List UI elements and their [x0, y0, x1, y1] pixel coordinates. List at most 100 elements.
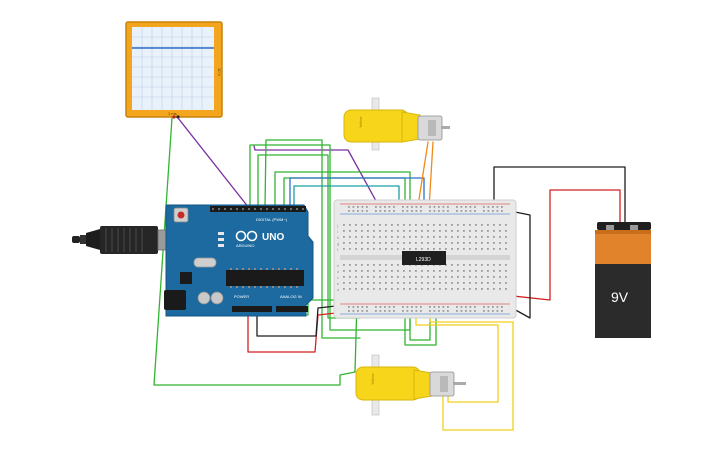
- breadboard-hole[interactable]: [352, 306, 355, 308]
- breadboard-hole[interactable]: [438, 210, 440, 212]
- wire-green[interactable]: [264, 139, 361, 339]
- breadboard-hole[interactable]: [475, 230, 477, 232]
- breadboard-hole[interactable]: [457, 236, 459, 238]
- breadboard-hole[interactable]: [496, 206, 499, 208]
- breadboard-hole[interactable]: [403, 230, 405, 232]
- breadboard-hole[interactable]: [375, 206, 377, 208]
- breadboard-hole[interactable]: [505, 276, 507, 278]
- breadboard-hole[interactable]: [463, 288, 465, 290]
- breadboard-hole[interactable]: [373, 264, 375, 266]
- breadboard-hole[interactable]: [384, 210, 386, 212]
- breadboard-hole[interactable]: [429, 210, 431, 212]
- breadboard-hole[interactable]: [391, 230, 393, 232]
- breadboard-hole[interactable]: [492, 306, 494, 308]
- breadboard-hole[interactable]: [463, 276, 465, 278]
- breadboard-hole[interactable]: [442, 206, 445, 208]
- breadboard-hole[interactable]: [481, 248, 483, 250]
- breadboard-hole[interactable]: [481, 282, 483, 284]
- breadboard-hole[interactable]: [388, 306, 391, 308]
- breadboard-hole[interactable]: [493, 288, 495, 290]
- breadboard-hole[interactable]: [445, 282, 447, 284]
- breadboard-hole[interactable]: [361, 310, 364, 312]
- breadboard-hole[interactable]: [469, 288, 471, 290]
- breadboard-hole[interactable]: [457, 230, 459, 232]
- breadboard-hole[interactable]: [499, 276, 501, 278]
- breadboard-hole[interactable]: [391, 242, 393, 244]
- breadboard-hole[interactable]: [439, 270, 441, 272]
- breadboard-hole[interactable]: [465, 310, 467, 312]
- breadboard-hole[interactable]: [481, 276, 483, 278]
- breadboard-hole[interactable]: [385, 264, 387, 266]
- breadboard-hole[interactable]: [397, 242, 399, 244]
- breadboard-hole[interactable]: [433, 230, 435, 232]
- breadboard-hole[interactable]: [481, 264, 483, 266]
- power-jack[interactable]: [164, 290, 186, 310]
- breadboard-hole[interactable]: [438, 206, 440, 208]
- breadboard-hole[interactable]: [420, 306, 422, 308]
- breadboard-hole[interactable]: [433, 310, 436, 312]
- breadboard-hole[interactable]: [447, 310, 449, 312]
- breadboard-hole[interactable]: [379, 282, 381, 284]
- breadboard-hole[interactable]: [493, 242, 495, 244]
- breadboard-hole[interactable]: [349, 276, 351, 278]
- breadboard-hole[interactable]: [393, 310, 395, 312]
- breadboard-hole[interactable]: [427, 236, 429, 238]
- breadboard-hole[interactable]: [427, 276, 429, 278]
- breadboard-hole[interactable]: [442, 310, 445, 312]
- breadboard-hole[interactable]: [463, 224, 465, 226]
- breadboard-hole[interactable]: [499, 270, 501, 272]
- breadboard-hole[interactable]: [465, 210, 467, 212]
- breadboard-hole[interactable]: [465, 306, 467, 308]
- breadboard-hole[interactable]: [492, 206, 494, 208]
- breadboard-hole[interactable]: [343, 270, 345, 272]
- breadboard-hole[interactable]: [487, 288, 489, 290]
- breadboard-hole[interactable]: [397, 230, 399, 232]
- breadboard-hole[interactable]: [384, 306, 386, 308]
- breadboard-hole[interactable]: [481, 230, 483, 232]
- breadboard-hole[interactable]: [475, 276, 477, 278]
- breadboard-hole[interactable]: [388, 310, 391, 312]
- breadboard-hole[interactable]: [415, 242, 417, 244]
- breadboard-hole[interactable]: [493, 236, 495, 238]
- breadboard-hole[interactable]: [361, 270, 363, 272]
- breadboard-hole[interactable]: [469, 248, 471, 250]
- breadboard-hole[interactable]: [487, 242, 489, 244]
- breadboard-hole[interactable]: [352, 206, 355, 208]
- breadboard-hole[interactable]: [373, 248, 375, 250]
- breadboard-hole[interactable]: [505, 224, 507, 226]
- breadboard-hole[interactable]: [343, 242, 345, 244]
- breadboard-hole[interactable]: [421, 282, 423, 284]
- breadboard-hole[interactable]: [402, 210, 404, 212]
- digital-header[interactable]: [210, 206, 306, 212]
- breadboard-hole[interactable]: [483, 210, 485, 212]
- breadboard-hole[interactable]: [469, 282, 471, 284]
- breadboard-hole[interactable]: [343, 264, 345, 266]
- oscilloscope[interactable]: 10 V 1 ms: [125, 21, 223, 119]
- breadboard-hole[interactable]: [391, 282, 393, 284]
- breadboard-hole[interactable]: [375, 310, 377, 312]
- breadboard-hole[interactable]: [385, 248, 387, 250]
- breadboard-hole[interactable]: [373, 288, 375, 290]
- wire-green[interactable]: [153, 117, 358, 386]
- breadboard-hole[interactable]: [409, 236, 411, 238]
- dc-motor-top[interactable]: Yellow: [343, 97, 450, 151]
- breadboard-hole[interactable]: [379, 206, 382, 208]
- breadboard-hole[interactable]: [366, 206, 368, 208]
- breadboard-hole[interactable]: [439, 248, 441, 250]
- breadboard-hole[interactable]: [475, 270, 477, 272]
- breadboard-hole[interactable]: [487, 276, 489, 278]
- breadboard-hole[interactable]: [391, 224, 393, 226]
- breadboard-hole[interactable]: [379, 288, 381, 290]
- breadboard-hole[interactable]: [487, 230, 489, 232]
- breadboard-hole[interactable]: [421, 276, 423, 278]
- wire-black[interactable]: [493, 166, 626, 226]
- breadboard-hole[interactable]: [501, 306, 503, 308]
- breadboard-hole[interactable]: [357, 306, 359, 308]
- breadboard-hole[interactable]: [451, 282, 453, 284]
- breadboard-hole[interactable]: [481, 288, 483, 290]
- breadboard-hole[interactable]: [451, 236, 453, 238]
- breadboard-hole[interactable]: [375, 306, 377, 308]
- breadboard-hole[interactable]: [469, 276, 471, 278]
- breadboard-hole[interactable]: [501, 206, 503, 208]
